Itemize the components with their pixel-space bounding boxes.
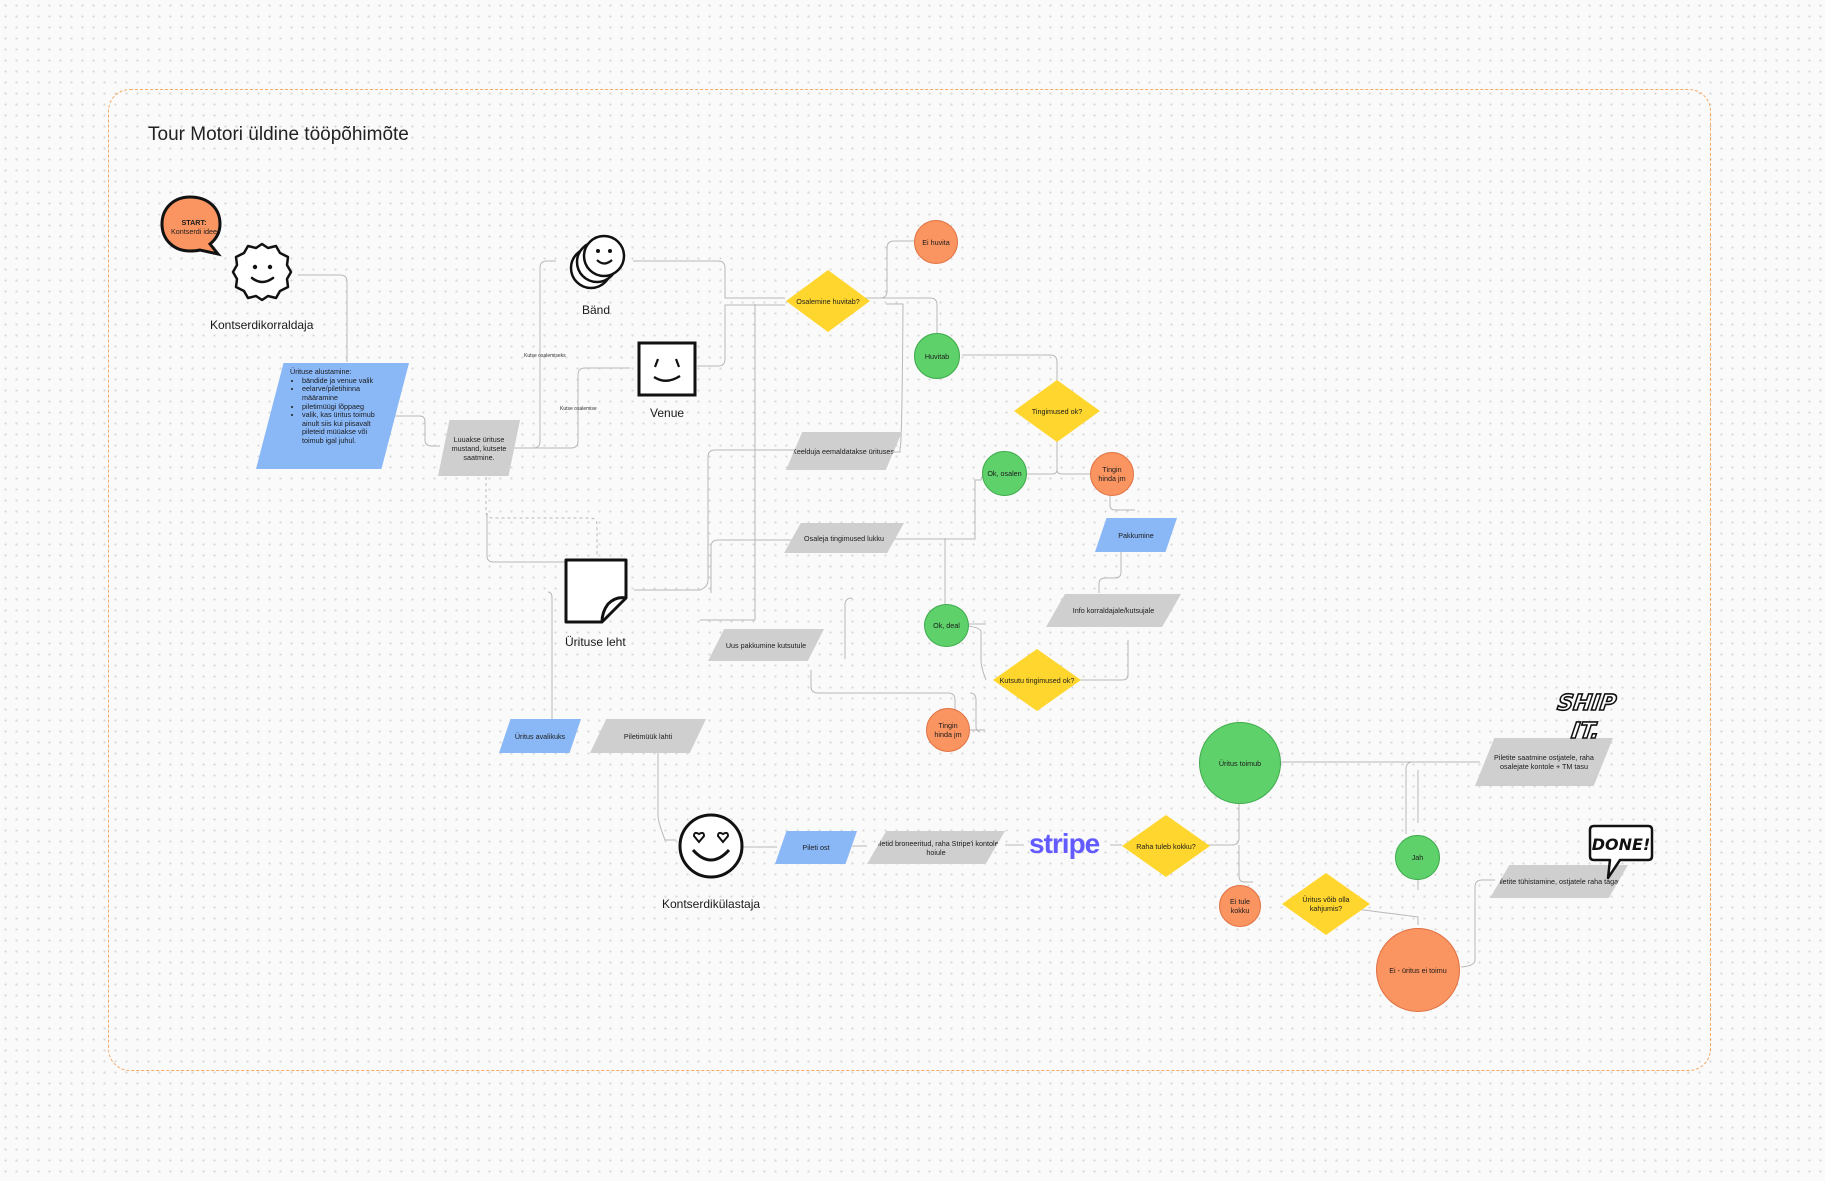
organizer-caption: Kontserdikorraldaja: [210, 318, 314, 332]
speech-bubble-icon: [160, 194, 226, 263]
new-offer-node: Uus pakkumine kutsutule: [708, 629, 824, 661]
notes-item: eelarve/piletihinna määramine: [302, 384, 382, 402]
it-text: IT.: [1570, 718, 1601, 742]
done-text: DONE!: [1592, 835, 1651, 854]
organizer-notes-shape: [256, 363, 409, 469]
notes-item: piletimüügi lõppaeg: [302, 402, 382, 412]
terms-locked-node: Osaleja tingimused lukku: [784, 523, 904, 553]
start-label: START:: [181, 218, 207, 227]
event-happens-node: Üritus toimub: [1199, 722, 1281, 804]
visitor-caption: Kontserdikülastaja: [662, 897, 761, 911]
draft-node: Luuakse ürituse mustand, kutsete saatmin…: [438, 420, 520, 476]
haggle-node: Tingin hinda jm: [1090, 452, 1134, 496]
public-node: Üritus avalikuks: [499, 719, 581, 753]
ticket-sale-node: Piletimüük lahti: [590, 719, 706, 753]
ticket-buy-node: Pileti ost: [775, 831, 857, 864]
not-collected-node: Ei tule kokku: [1219, 885, 1261, 927]
edge-label-band: Kutse osalemiseks: [524, 353, 566, 359]
refund-node: Piletite tühistamine, ostjatele raha tag…: [1490, 865, 1628, 898]
interested-node: Huvitab: [914, 333, 960, 379]
board-frame: [108, 89, 1711, 1071]
reserved-node: Piletid broneeritud, raha Stripe'i konto…: [867, 831, 1005, 864]
organizer-smiley-icon: [230, 240, 294, 309]
heart-eyes-smiley-icon: [677, 812, 745, 885]
document-icon: [562, 556, 630, 631]
venue-caption: Venue: [650, 406, 685, 420]
venue-square-icon: [636, 340, 698, 403]
yes-node: Jah: [1395, 835, 1440, 880]
band-caption: Bänd: [582, 303, 611, 317]
not-interested-node: Ei huvita: [914, 220, 958, 264]
start-text: Kontserdi idee: [171, 227, 217, 236]
organizer-notes: Ürituse alustamine: bändide ja venue val…: [290, 367, 382, 446]
removed-node: Keelduja eemaldatakse üritusest: [786, 432, 902, 470]
edge-label-venue: Kutse osalemise: [560, 406, 597, 412]
packing-node: Pakkumine: [1095, 518, 1177, 552]
ok-join-node: Ok, osalen: [982, 451, 1027, 496]
band-faces-icon: [565, 230, 629, 299]
event-page-caption: Ürituse leht: [565, 635, 626, 649]
start-node: START:Kontserdi idee: [166, 210, 222, 244]
payout-node: Piletite saatmine ostjatele, raha osalej…: [1475, 738, 1613, 786]
haggle-node: Tingin hinda jm: [926, 708, 970, 752]
board-title: Tour Motori üldine tööpõhimõte: [148, 124, 409, 145]
done-sticker: DONE!: [1588, 822, 1654, 887]
notes-item: bändide ja venue valik: [302, 376, 382, 386]
stripe-logo: stripe: [1029, 828, 1100, 859]
notes-item: valik, kas üritus toimub ainult siis kui…: [302, 410, 382, 446]
info-node: Info korraldajale/kutsujale: [1046, 594, 1181, 627]
ship-it-sticker: SHIP IT.: [1555, 686, 1626, 747]
notes-heading: Ürituse alustamine:: [290, 367, 352, 376]
ship-text: SHIP: [1556, 690, 1618, 716]
ok-deal-node: Ok, deal: [924, 604, 969, 647]
not-happens-node: Ei - üritus ei toimu: [1376, 928, 1460, 1012]
